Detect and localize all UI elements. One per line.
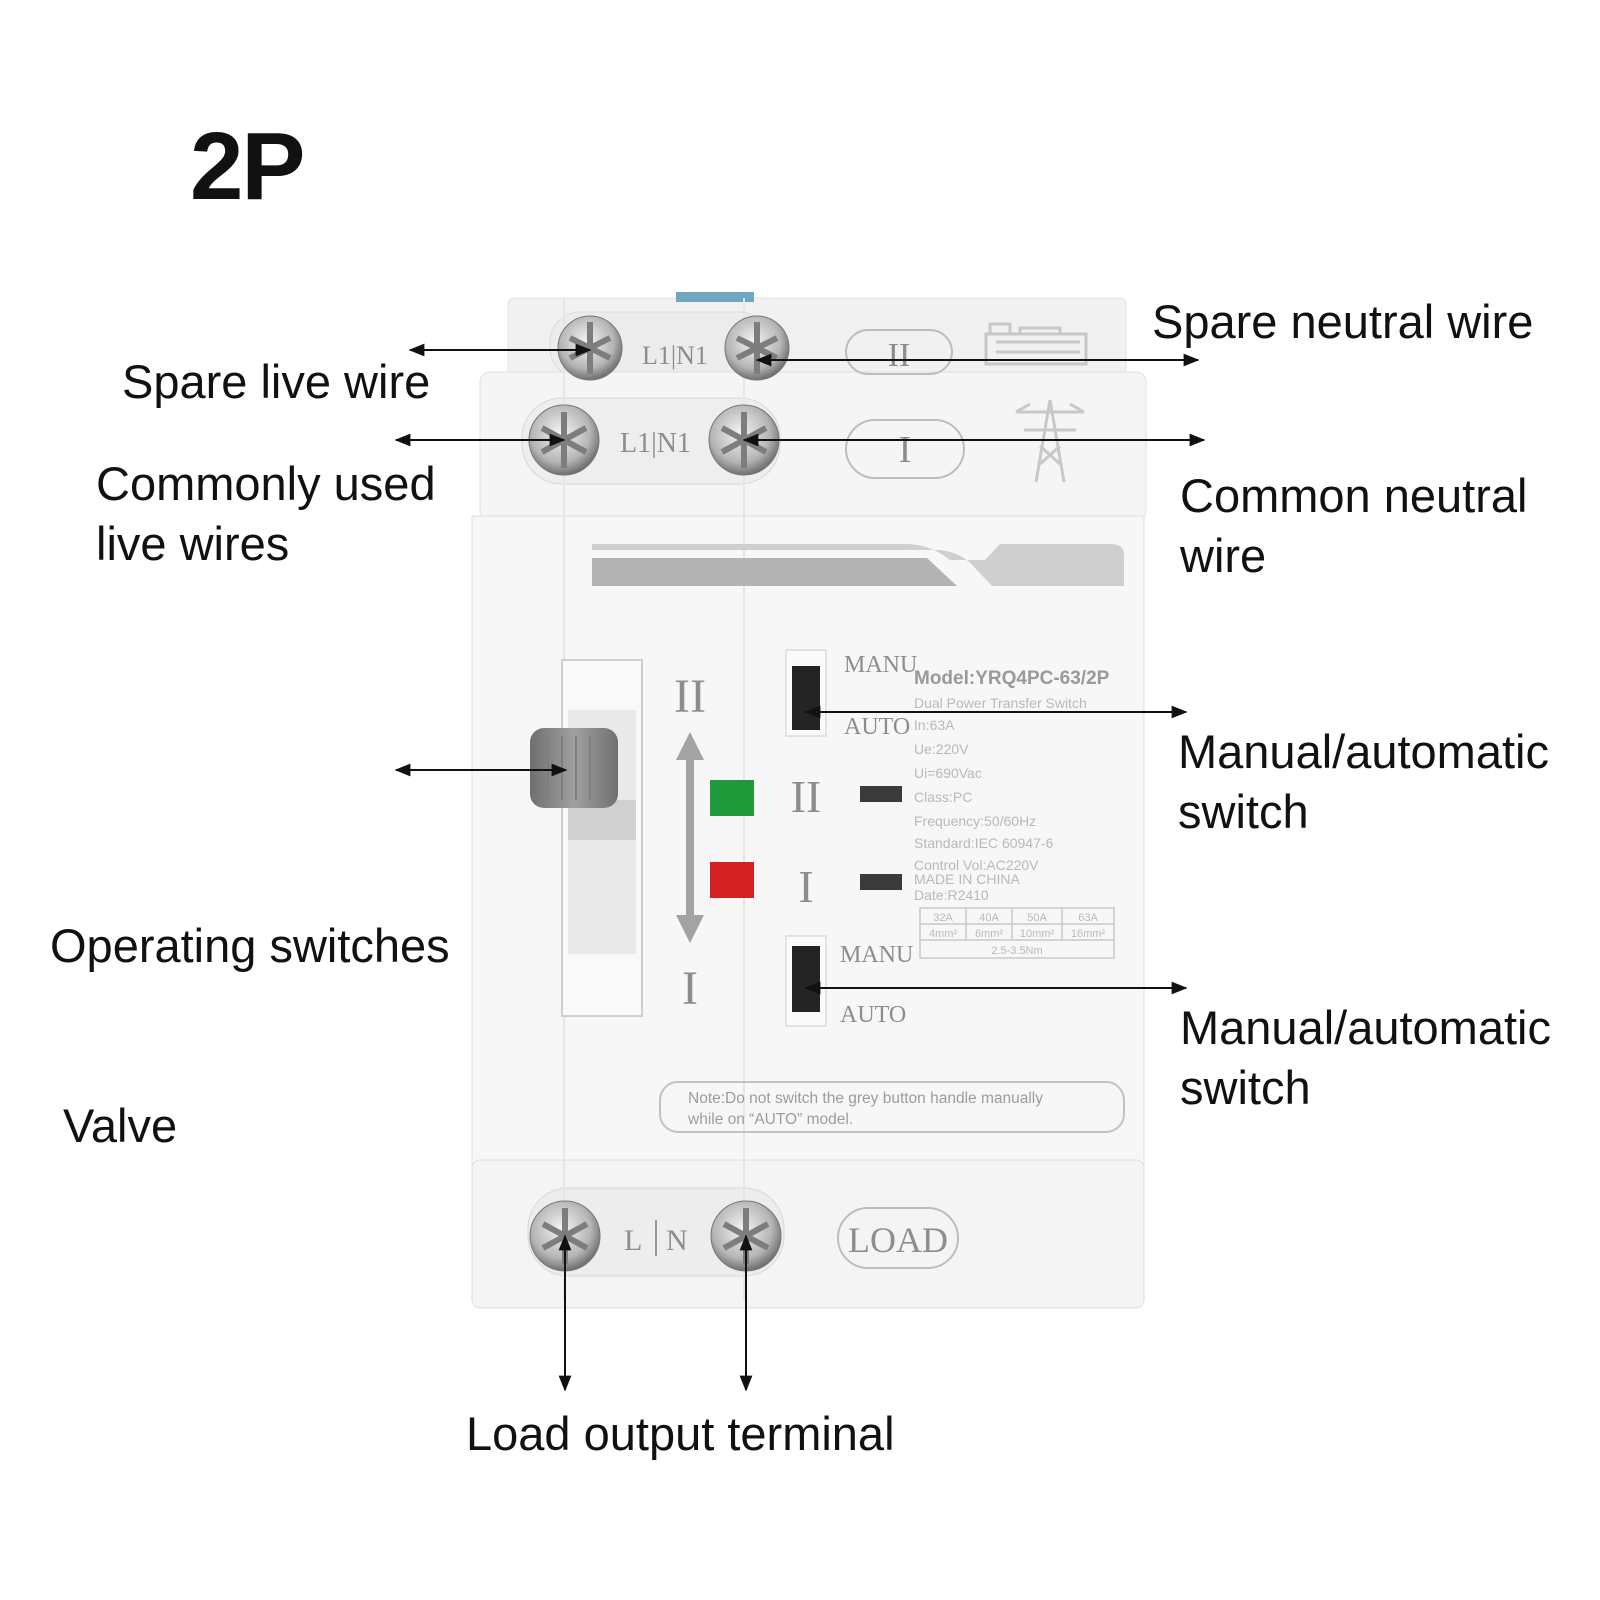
operating-handle[interactable] (530, 728, 618, 808)
label-line: Commonly used (96, 457, 436, 510)
handle-position-i: I (682, 962, 698, 1015)
double-arrow-icon (676, 732, 704, 943)
label-common-neutral: Common neutral wire (1180, 466, 1527, 586)
label-line: wire (1180, 529, 1267, 582)
spare-badge-frame (845, 329, 953, 375)
spec-line: Ue:220V (914, 741, 969, 757)
spec-line: Ui=690Vac (914, 765, 982, 781)
table-current: 50A (1027, 912, 1047, 924)
load-terminal-n-label: N (666, 1224, 688, 1257)
table-section: 10mm² (1020, 928, 1055, 940)
spec-line: Standard:IEC 60947-6 (914, 835, 1054, 851)
spare-neutral-screw (724, 315, 790, 381)
indicator-red (710, 862, 754, 898)
label-line: Operating switches (50, 919, 450, 972)
label-line: switch (1178, 785, 1309, 838)
label-line: Common neutral (1180, 469, 1528, 522)
page-title: 2P (190, 113, 305, 220)
table-torque: 2.5-3.5Nm (991, 945, 1042, 957)
manu-label-top: MANU (844, 652, 917, 678)
label-common-live: Commonly used live wires (96, 454, 436, 574)
manu-label-bottom: MANU (840, 942, 913, 968)
label-spare-neutral: Spare neutral wire (1152, 295, 1534, 348)
table-section: 4mm² (929, 928, 957, 940)
common-terminal-label: L1|N1 (620, 428, 691, 459)
auto-label-top: AUTO (844, 714, 910, 740)
load-badge-frame (837, 1207, 959, 1269)
led-ii (860, 786, 902, 802)
common-badge: I (899, 429, 912, 471)
manu-auto-switch-bottom[interactable] (792, 946, 820, 1012)
spare-terminal-label: L1|N1 (642, 341, 708, 370)
table-current: 63A (1078, 912, 1098, 924)
warning-note-frame (659, 1081, 1125, 1133)
spec-line: MADE IN CHINA (914, 871, 1020, 887)
blue-tab (676, 292, 754, 302)
label-line: Manual/automatic (1180, 1001, 1551, 1054)
warning-note-line2: while on “AUTO” model. (687, 1111, 853, 1128)
manu-auto-switch-top[interactable] (792, 666, 820, 730)
spare-live-screw (557, 315, 623, 381)
label-line: Manual/automatic (1178, 725, 1549, 778)
handle-position-ii: II (674, 670, 706, 723)
label-line: switch (1180, 1061, 1311, 1114)
spare-badge: II (888, 337, 911, 374)
spec-line: In:63A (914, 717, 955, 733)
label-line: live wires (96, 517, 290, 570)
auto-label-bottom: AUTO (840, 1002, 906, 1028)
led-i (860, 874, 902, 890)
spec-line: Class:PC (914, 789, 972, 805)
indicator-green (710, 780, 754, 816)
spec-line: Control Vol:AC220V (914, 857, 1039, 873)
decorative-swoosh (592, 544, 1124, 586)
spec-table (919, 907, 1115, 959)
load-badge: LOAD (848, 1220, 948, 1260)
common-badge-frame (845, 419, 965, 479)
table-current: 32A (933, 912, 953, 924)
model-label: Model:YRQ4PC-63/2P (914, 668, 1110, 689)
table-section: 16mm² (1071, 928, 1106, 940)
label-spare-live: Spare live wire (122, 355, 431, 408)
warning-note-line1: Note:Do not switch the grey button handl… (688, 1090, 1043, 1107)
label-load-output: Load output terminal (466, 1407, 895, 1460)
label-operating-switches: Operating switches Valve (50, 796, 450, 1216)
table-current: 40A (979, 912, 999, 924)
load-terminal-l-label: L (624, 1224, 642, 1257)
indicator-label-i: I (798, 861, 813, 912)
label-manual-auto-bottom: Manual/automatic switch (1180, 998, 1551, 1118)
spec-line: Dual Power Transfer Switch (914, 695, 1087, 711)
table-section: 6mm² (975, 928, 1003, 940)
label-line: Valve (50, 1099, 178, 1152)
spec-line: Date:R2410 (914, 887, 989, 903)
label-manual-auto-top: Manual/automatic switch (1178, 722, 1549, 842)
indicator-label-ii: II (791, 771, 822, 822)
spec-line: Frequency:50/60Hz (914, 813, 1036, 829)
